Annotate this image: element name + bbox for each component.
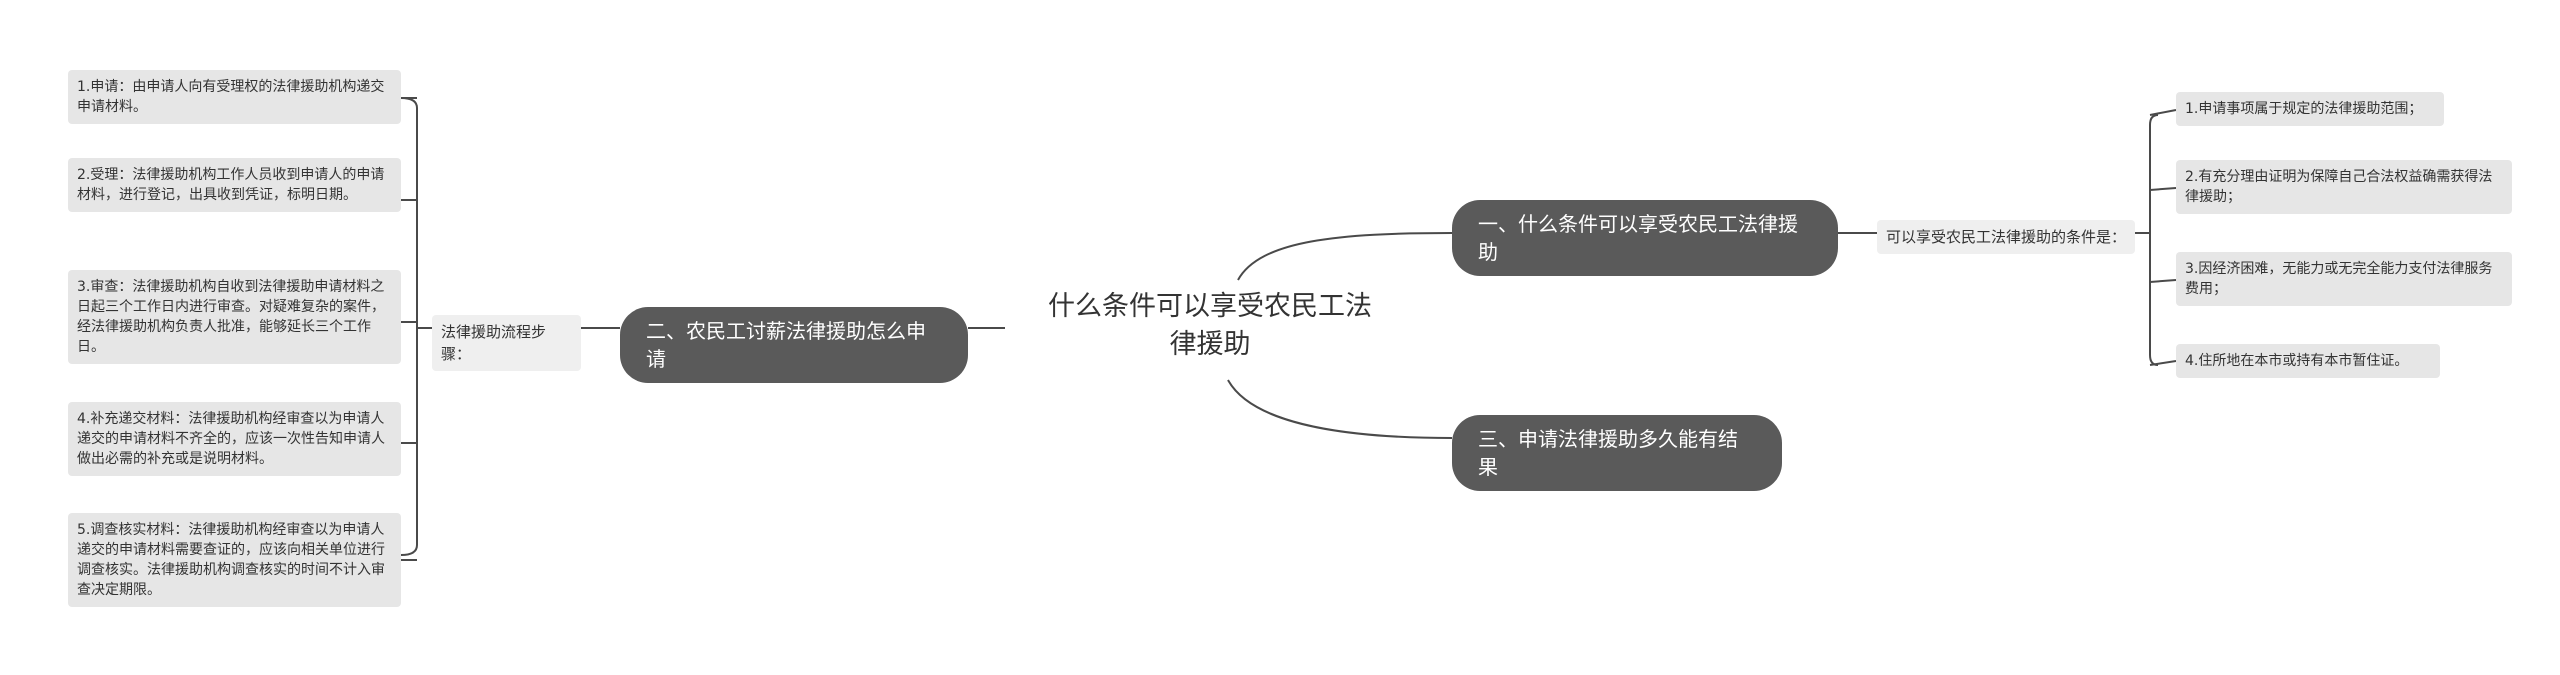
apply-step-1: 1.申请：由申请人向有受理权的法律援助机构递交申请材料。	[68, 70, 401, 124]
connector-root-branch3	[1227, 379, 1453, 439]
connector-sub2-bracket	[400, 97, 432, 556]
connector-root-branch1	[1237, 232, 1453, 281]
branch-apply[interactable]: 二、农民工讨薪法律援助怎么申请	[620, 307, 968, 383]
connector-sub1-leaf2	[2149, 187, 2177, 191]
sub-conditions-label: 可以享受农民工法律援助的条件是：	[1877, 220, 2135, 254]
connector-sub1-bracket	[2135, 114, 2159, 366]
connector-sub1-leaf4	[2149, 360, 2177, 366]
root-topic: 什么条件可以享受农民工法律援助	[1048, 291, 1372, 360]
condition-item-4: 4.住所地在本市或持有本市暂住证。	[2176, 344, 2440, 378]
apply-step-4: 4.补充递交材料：法律援助机构经审查以为申请人递交的申请材料不齐全的，应该一次性…	[68, 402, 401, 476]
condition-item-2: 2.有充分理由证明为保障自己合法权益确需获得法律援助；	[2176, 160, 2512, 214]
apply-step-2: 2.受理：法律援助机构工作人员收到申请人的申请材料，进行登记，出具收到凭证，标明…	[68, 158, 401, 212]
apply-step-5: 5.调查核实材料：法律援助机构经审查以为申请人递交的申请材料需要查证的，应该向相…	[68, 513, 401, 607]
branch-conditions[interactable]: 一、什么条件可以享受农民工法律援助	[1452, 200, 1838, 276]
apply-step-3: 3.审查：法律援助机构自收到法律援助申请材料之日起三个工作日内进行审查。对疑难复…	[68, 270, 401, 364]
connector-sub1-leaf3	[2149, 279, 2177, 283]
condition-item-3: 3.因经济困难，无能力或无完全能力支付法律服务费用；	[2176, 252, 2512, 306]
connector-sub1-leaf1	[2149, 109, 2177, 116]
sub-apply-label: 法律援助流程步骤：	[432, 315, 581, 371]
condition-item-1: 1.申请事项属于规定的法律援助范围；	[2176, 92, 2444, 126]
branch-duration[interactable]: 三、申请法律援助多久能有结果	[1452, 415, 1782, 491]
